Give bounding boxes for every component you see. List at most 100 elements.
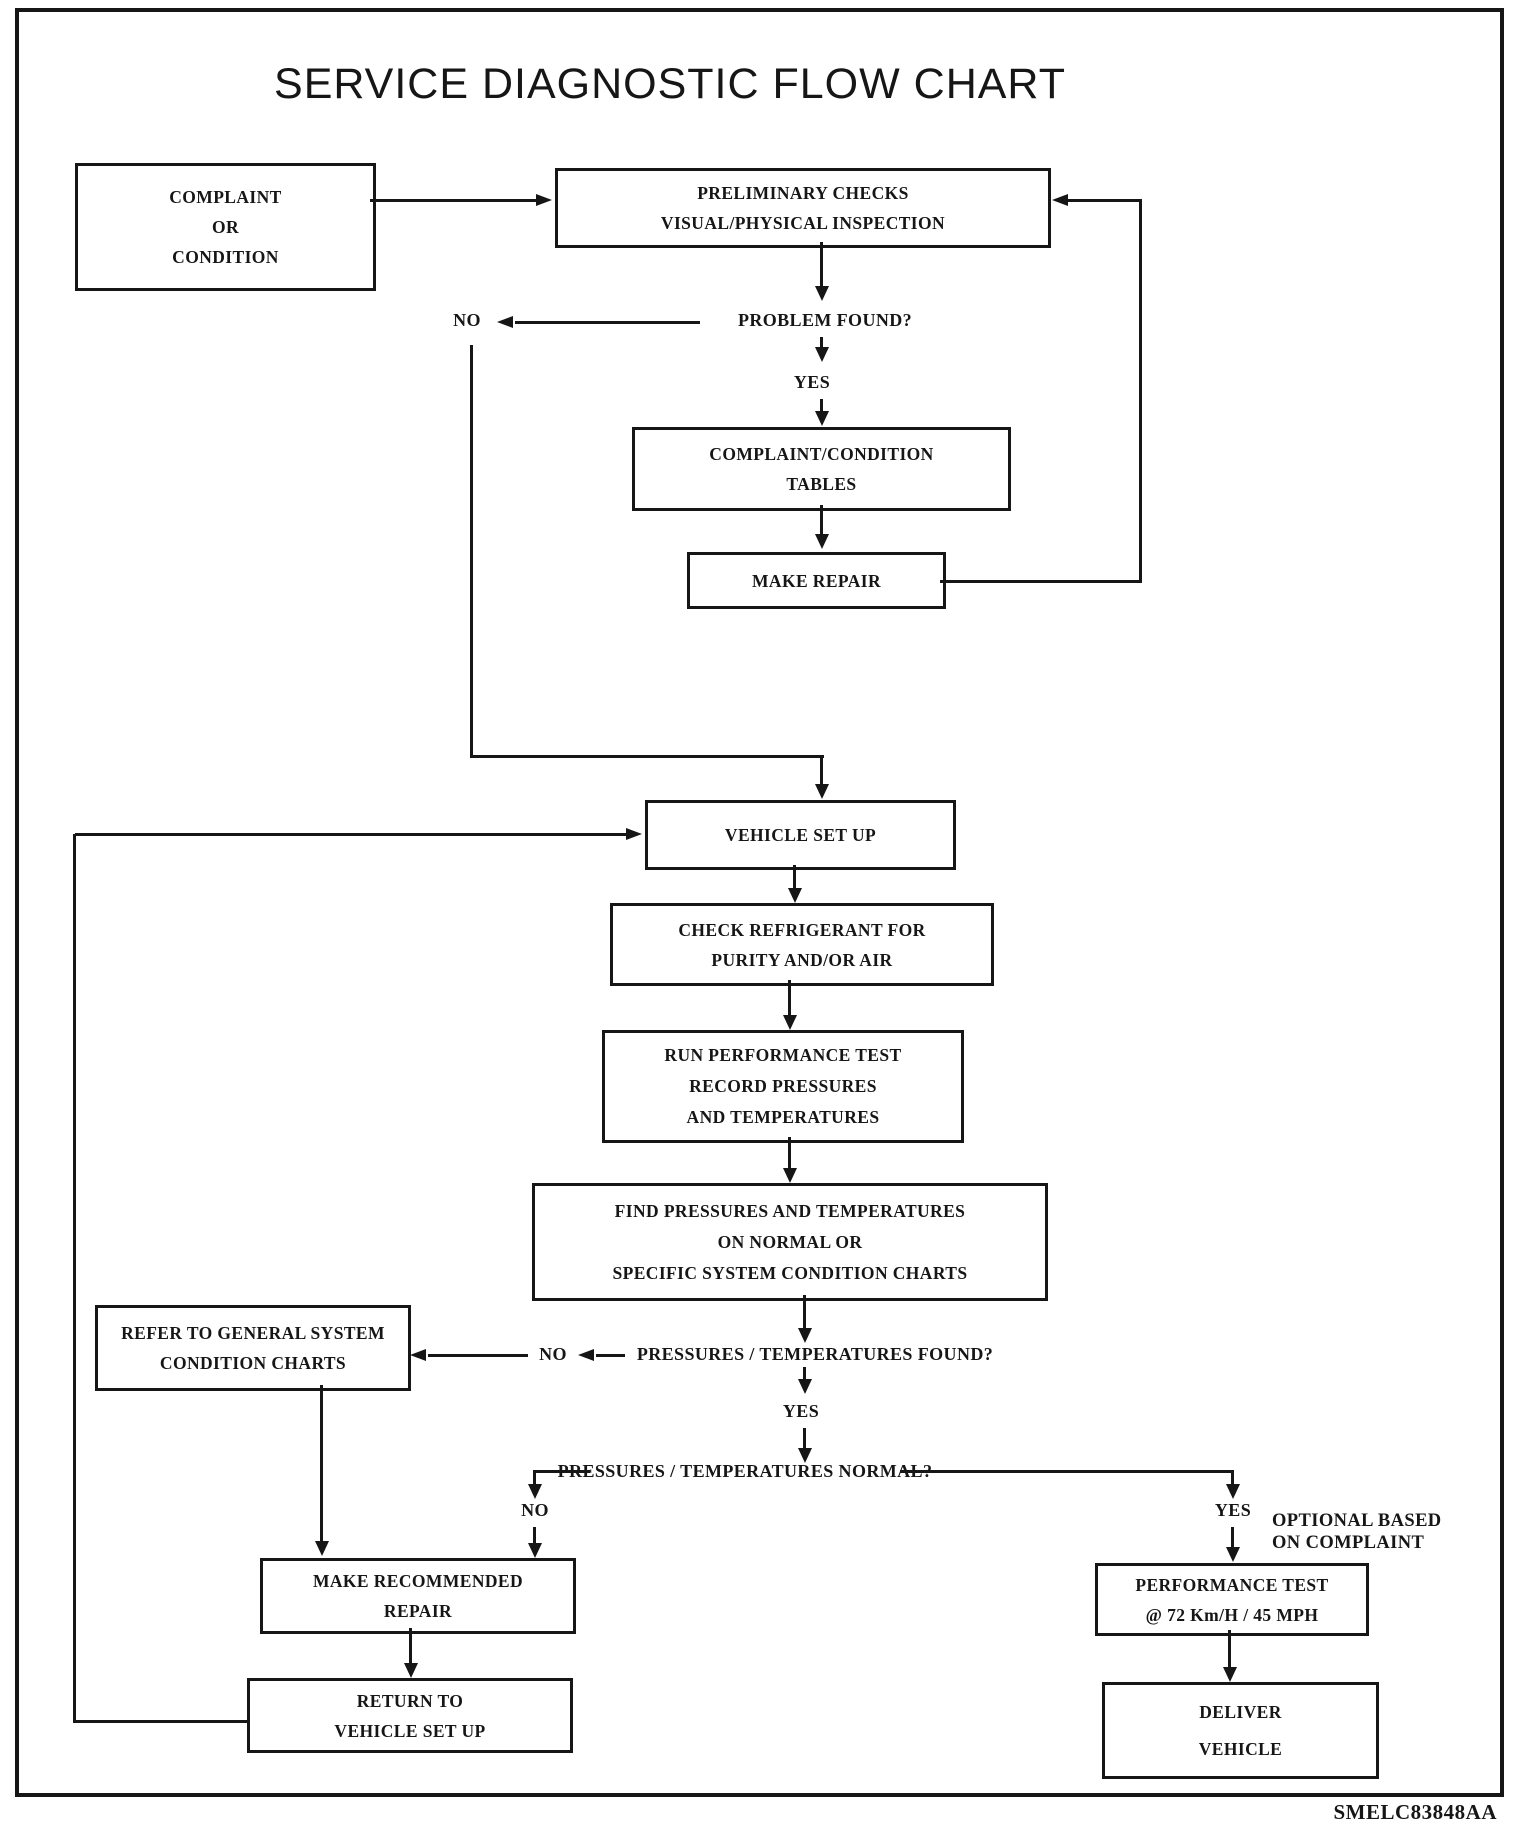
note-line: OPTIONAL BASED [1272,1511,1442,1531]
arrow-head-left [1052,194,1068,206]
arrow-head-right [626,828,642,840]
connector-runtest-to-find [788,1137,791,1168]
figure-code: SMELC83848AA [1333,1800,1497,1824]
connector-refer-to-recommended [320,1385,323,1541]
label-pressures-normal: PRESSURES / TEMPERATURES NORMAL? [557,1461,933,1481]
connector-found-yes-b [803,1428,806,1448]
connector-normal-no-v2 [533,1527,536,1543]
connector-find-to-found [803,1295,806,1328]
node-complaint-condition-tables: COMPLAINT/CONDITION TABLES [632,427,1011,511]
node-line: VEHICLE [1198,1738,1283,1759]
node-line: PURITY AND/OR AIR [711,949,893,970]
label-yes-normal: YES [1214,1500,1252,1520]
node-refer-general-system-charts: REFER TO GENERAL SYSTEM CONDITION CHARTS [95,1305,411,1391]
connector-refrigerant-to-runtest [788,980,791,1015]
connector-return-feedback-h2 [75,833,626,836]
label-no-found: NO [539,1344,567,1364]
node-line: PERFORMANCE TEST [1135,1574,1329,1595]
node-make-repair: MAKE REPAIR [687,552,946,609]
arrow-head-down [798,1379,812,1394]
page-border [15,8,1504,1797]
node-deliver-vehicle: DELIVER VEHICLE [1102,1682,1379,1779]
node-line: VEHICLE SET UP [334,1720,486,1741]
node-vehicle-set-up: VEHICLE SET UP [645,800,956,870]
node-line: REFER TO GENERAL SYSTEM [121,1323,385,1343]
node-line: FIND PRESSURES AND TEMPERATURES [614,1200,966,1221]
node-line: PRELIMINARY CHECKS [697,183,909,203]
node-find-pressures-temperatures: FIND PRESSURES AND TEMPERATURES ON NORMA… [532,1183,1048,1301]
connector-repair-feedback-h2 [1068,199,1142,202]
arrow-head-down [1226,1484,1240,1499]
connector-return-feedback-h1 [75,1720,247,1723]
node-line: @ 72 Km/H / 45 MPH [1145,1604,1319,1625]
arrow-head-left [410,1349,426,1361]
connector-found-yes-a [803,1367,806,1379]
node-line: RUN PERFORMANCE TEST [664,1045,902,1065]
connector-normal-yes-v2 [1231,1527,1234,1547]
arrow-head-down [815,411,829,426]
node-line: CHECK REFRIGERANT FOR [678,919,926,940]
connector-no-drop-vertical [470,345,473,757]
node-line: AND TEMPERATURES [686,1107,880,1127]
arrow-head-down [815,784,829,799]
arrow-head-down [1223,1667,1237,1682]
connector-repair-feedback-h1 [940,580,1142,583]
arrow-head-down [783,1168,797,1183]
label-yes-found: YES [782,1401,820,1421]
node-preliminary-checks: PRELIMINARY CHECKS VISUAL/PHYSICAL INSPE… [555,168,1051,248]
arrow-head-down [815,534,829,549]
connector-normal-yes-h [900,1470,1234,1473]
connector-setup-to-refrigerant [793,865,796,888]
node-run-performance-test: RUN PERFORMANCE TEST RECORD PRESSURES AN… [602,1030,964,1143]
label-yes-problem: YES [793,372,831,392]
connector-normal-no-v1 [533,1470,536,1484]
node-return-to-vehicle-set-up: RETURN TO VEHICLE SET UP [247,1678,573,1753]
connector-found-no-b [428,1354,528,1357]
arrow-head-right [536,194,552,206]
node-line: RETURN TO [356,1690,464,1711]
arrow-head-down [404,1663,418,1678]
label-problem-found: PROBLEM FOUND? [737,310,913,330]
node-line: RECORD PRESSURES [689,1076,877,1096]
node-make-recommended-repair: MAKE RECOMMENDED REPAIR [260,1558,576,1634]
node-line: OR [211,217,240,237]
connector-repair-feedback-v [1139,199,1142,583]
connector-problem-no [515,321,700,324]
arrow-head-left [578,1349,594,1361]
arrow-head-down [788,888,802,903]
note-line: ON COMPLAINT [1272,1533,1425,1553]
label-no-normal: NO [521,1500,549,1520]
node-line: VEHICLE SET UP [724,825,877,845]
arrow-head-down [528,1543,542,1558]
arrow-head-down [815,286,829,301]
node-line: TABLES [786,474,857,494]
node-line: CONDITION CHARTS [159,1353,347,1373]
node-check-refrigerant: CHECK REFRIGERANT FOR PURITY AND/OR AIR [610,903,994,986]
node-line: COMPLAINT/CONDITION [709,444,934,464]
node-line: VISUAL/PHYSICAL INSPECTION [660,213,946,233]
note-optional-based-on-complaint: OPTIONAL BASED ON COMPLAINT [1272,1510,1442,1554]
node-line: MAKE REPAIR [751,570,881,591]
connector-preliminary-down [820,242,823,286]
node-performance-test-45mph: PERFORMANCE TEST @ 72 Km/H / 45 MPH [1095,1563,1369,1636]
arrow-head-down [315,1541,329,1556]
node-complaint-or-condition: COMPLAINT OR CONDITION [75,163,376,291]
arrow-head-down [1226,1547,1240,1562]
connector-performance-to-deliver [1228,1630,1231,1667]
connector-problem-yes-b [820,399,823,411]
connector-return-feedback-v [73,834,76,1723]
connector-no-into-setup [820,755,823,784]
arrow-head-left [497,316,513,328]
connector-normal-no-h [533,1470,590,1473]
node-line: CONDITION [172,247,279,267]
connector-complaint-to-preliminary [370,199,536,202]
connector-problem-yes-a [820,337,823,348]
connector-normal-yes-v1 [1231,1470,1234,1484]
arrow-head-down [783,1015,797,1030]
node-line: ON NORMAL OR [717,1231,863,1252]
connector-recommended-to-return [409,1628,412,1663]
page-title: SERVICE DIAGNOSTIC FLOW CHART [274,60,1066,108]
label-pressures-found: PRESSURES / TEMPERATURES FOUND? [636,1344,994,1364]
node-line: MAKE RECOMMENDED [312,1571,524,1591]
